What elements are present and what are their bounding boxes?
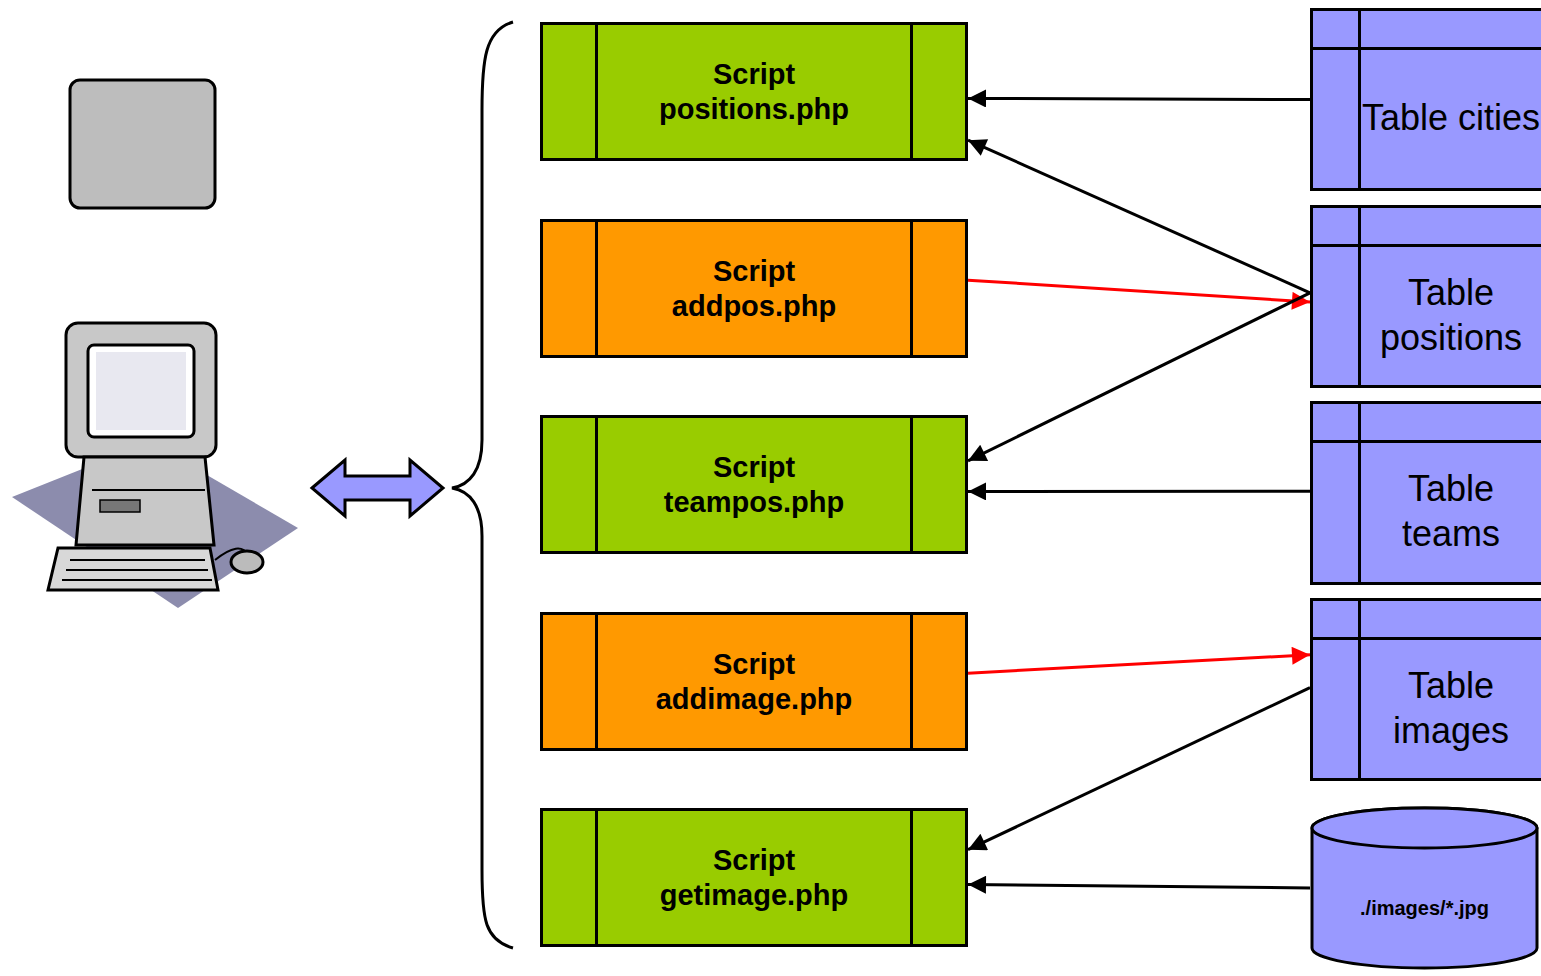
table-box: Table positions — [1310, 205, 1541, 388]
box-divider — [910, 222, 913, 355]
bracket — [452, 22, 513, 948]
folder-label: ./images/*.jpg — [1360, 897, 1489, 920]
script-box: Script addimage.php — [540, 612, 968, 751]
storage-cylinder: ./images/*.jpg — [1310, 806, 1539, 970]
table-divider — [1313, 47, 1541, 50]
script-box: Script addpos.php — [540, 219, 968, 358]
double-arrow — [312, 460, 443, 516]
table-divider — [1313, 637, 1541, 640]
box-divider — [910, 811, 913, 944]
table-box: Table teams — [1310, 401, 1541, 585]
script-box: Script positions.php — [540, 22, 968, 161]
box-divider — [910, 615, 913, 748]
arrow-connector — [968, 140, 1310, 293]
table-box: Table cities — [1310, 8, 1541, 191]
cylinder-outline — [1310, 806, 1539, 970]
table-divider — [1358, 404, 1361, 582]
box-label: Table images — [1361, 663, 1541, 753]
box-divider — [595, 418, 598, 551]
script-box: Script getimage.php — [540, 808, 968, 947]
arrow-connector — [968, 293, 1310, 461]
box-label: Table teams — [1361, 466, 1541, 556]
box-divider — [595, 222, 598, 355]
computer-icon — [12, 80, 298, 608]
table-divider — [1358, 601, 1361, 778]
box-label: Script addimage.php — [629, 647, 879, 717]
arrow-connector — [968, 688, 1310, 850]
arrow-connector — [968, 280, 1310, 302]
box-divider — [595, 615, 598, 748]
box-divider — [595, 25, 598, 158]
table-divider — [1358, 11, 1361, 188]
arrow-connector — [968, 98, 1310, 99]
box-divider — [595, 811, 598, 944]
box-label: Script positions.php — [629, 57, 879, 127]
arrow-connector — [968, 884, 1310, 888]
box-label: Table positions — [1361, 270, 1541, 360]
arrow-connector — [968, 490, 1310, 493]
box-label: Script teampos.php — [629, 450, 879, 520]
box-label: Script getimage.php — [629, 843, 879, 913]
box-divider — [910, 25, 913, 158]
box-divider — [910, 418, 913, 551]
box-label: Table cities — [1362, 95, 1540, 140]
script-box: Script teampos.php — [540, 415, 968, 554]
box-label: Script addpos.php — [629, 254, 879, 324]
arrow-connector — [968, 655, 1310, 673]
table-divider — [1313, 244, 1541, 247]
table-box: Table images — [1310, 598, 1541, 781]
table-divider — [1358, 208, 1361, 385]
table-divider — [1313, 440, 1541, 443]
